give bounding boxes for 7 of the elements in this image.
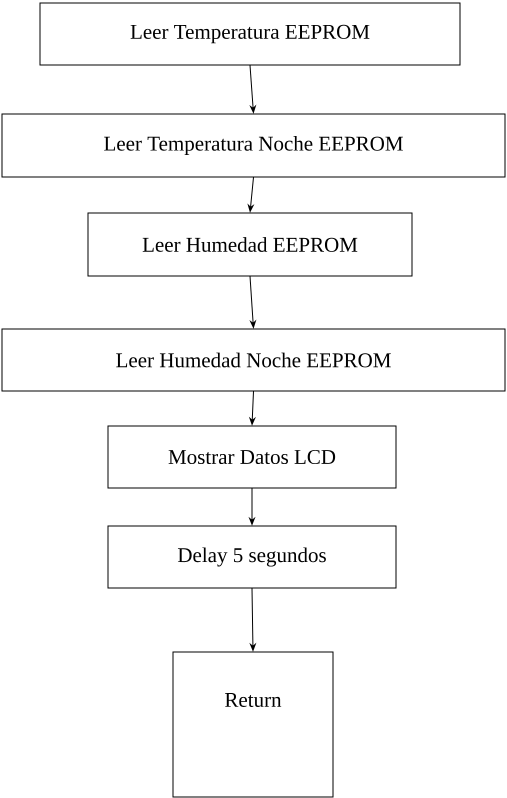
process-box: Return: [172, 652, 334, 798]
process-box: Leer Humedad EEPROM: [88, 212, 412, 276]
process-box: Leer Temperatura Noche EEPROM: [2, 114, 506, 178]
process-box: Leer Humedad Noche EEPROM: [2, 328, 506, 392]
process-box: Mostrar Datos LCD: [108, 426, 396, 488]
process-box: Leer Temperatura EEPROM: [40, 2, 460, 66]
process-box: Delay 5 segundos: [108, 526, 396, 588]
